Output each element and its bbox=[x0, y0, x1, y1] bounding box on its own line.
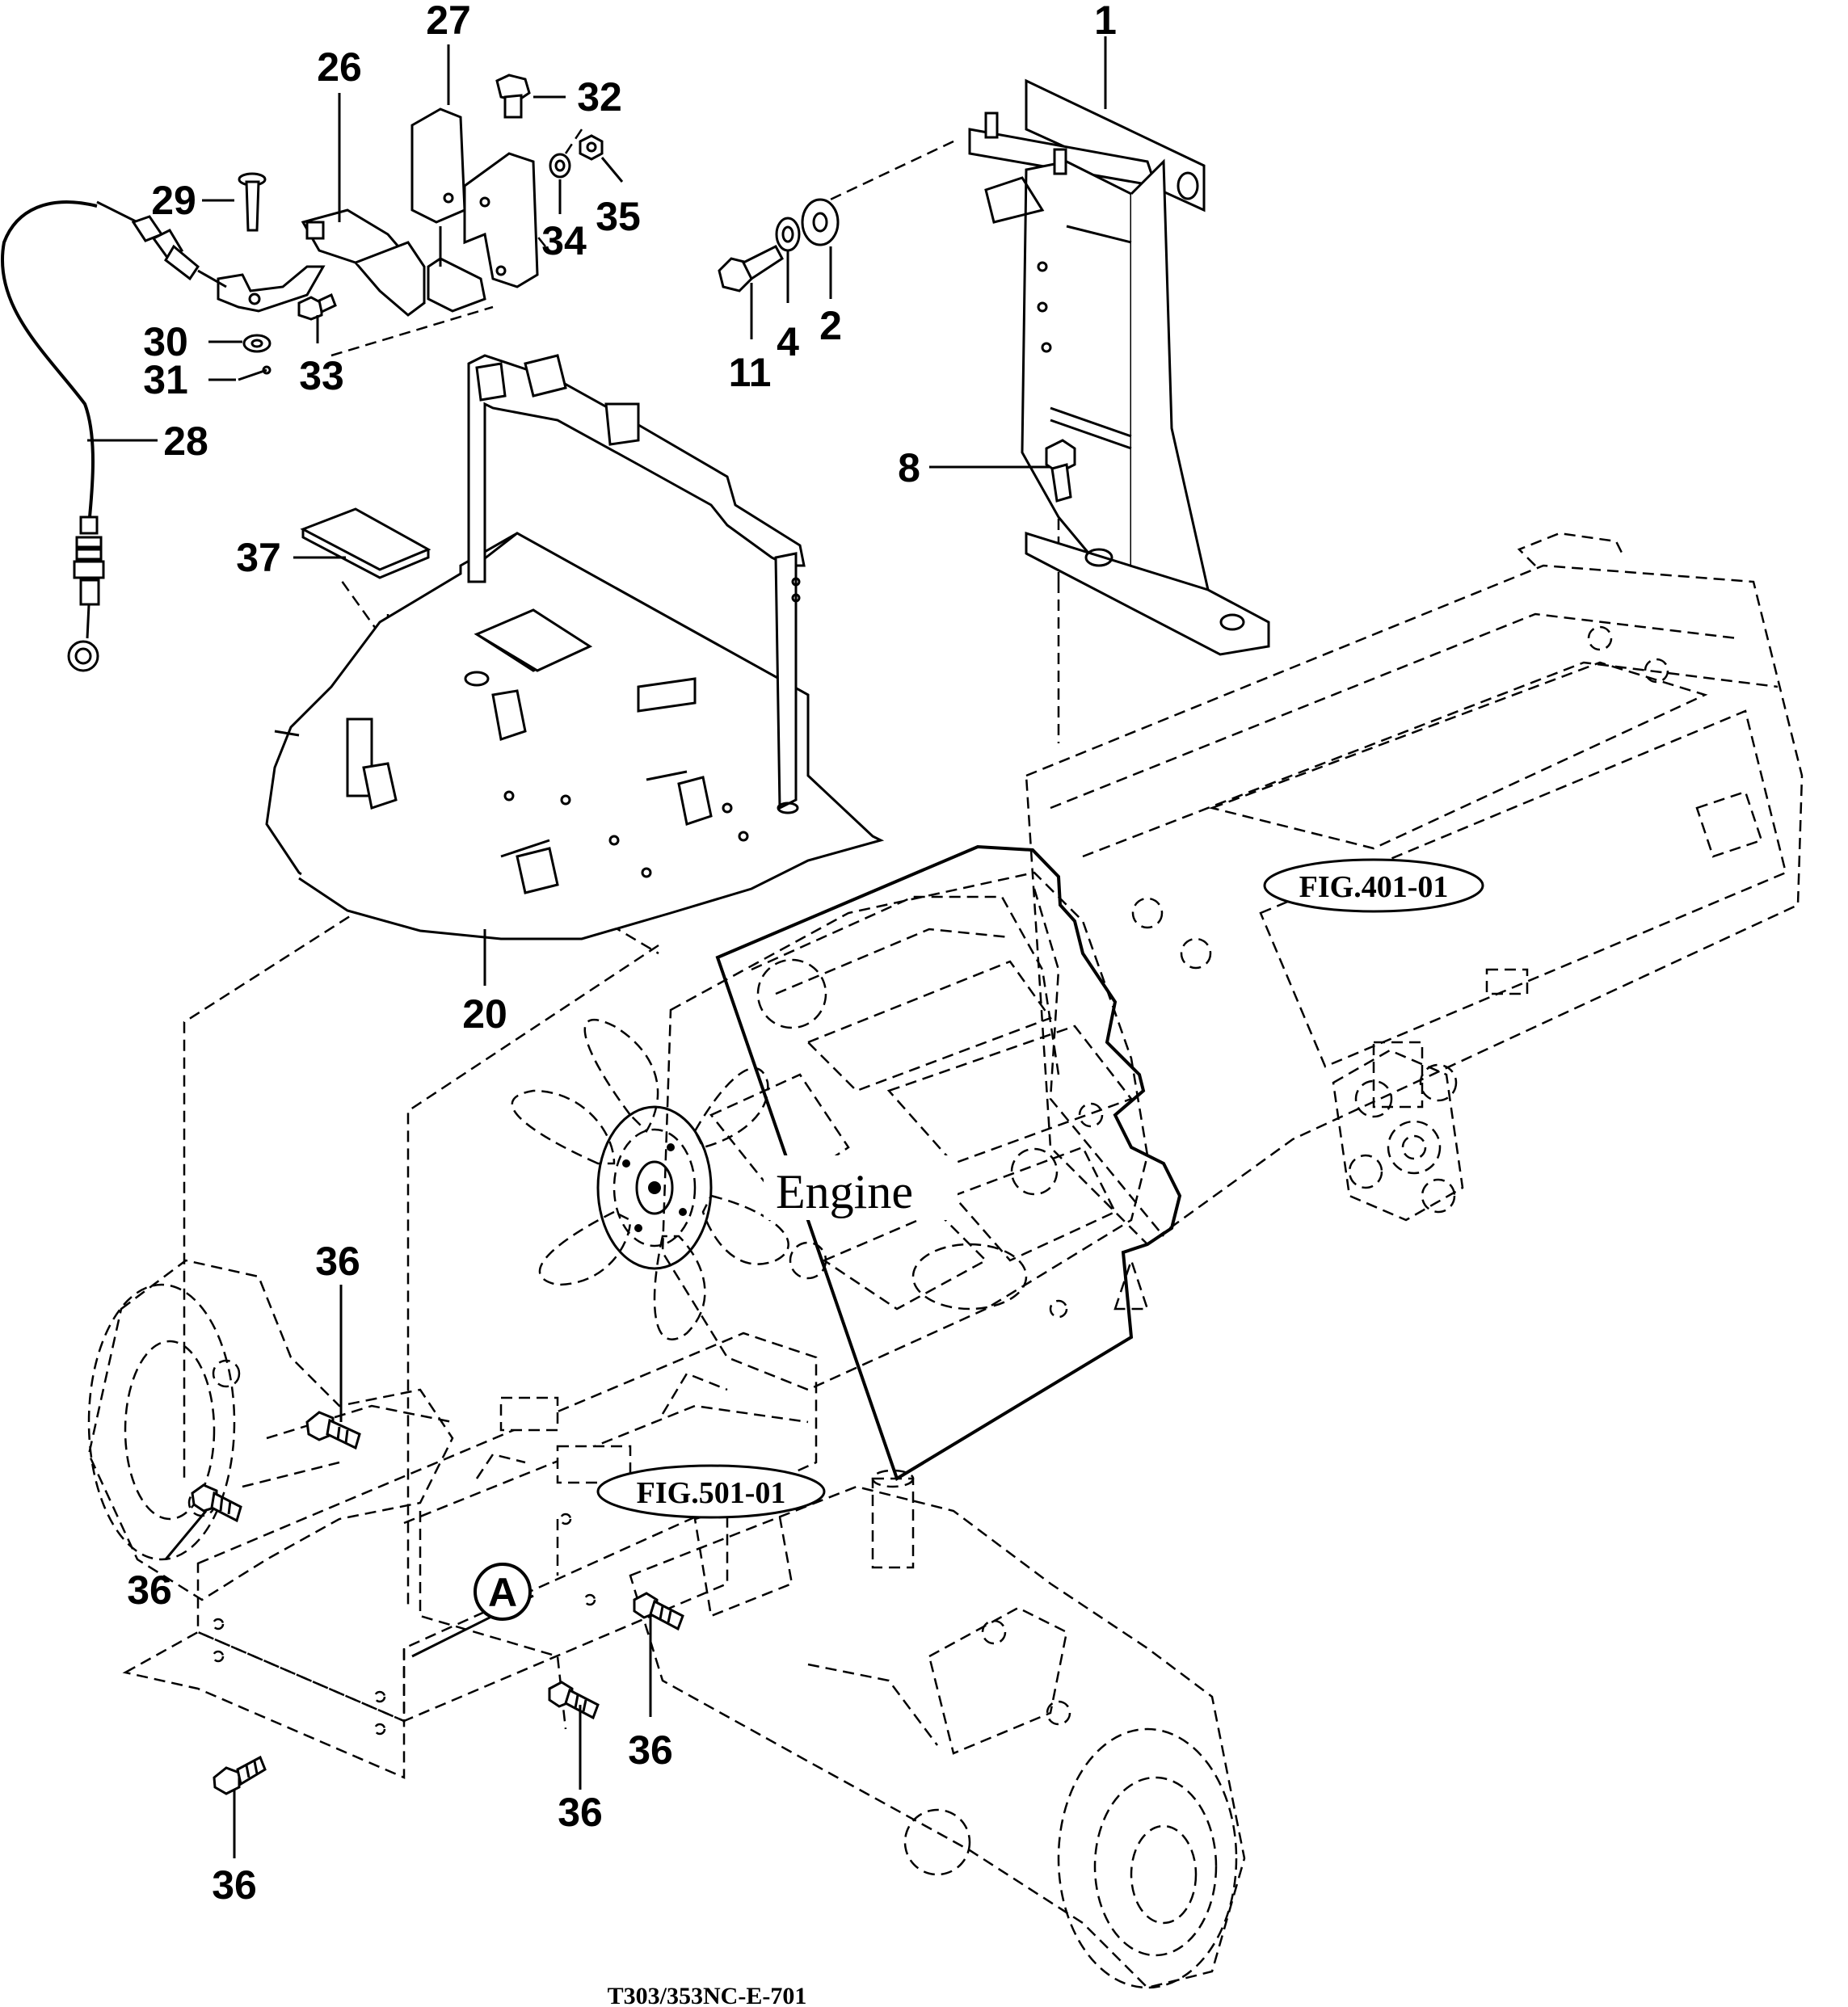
callout-30: 30 bbox=[143, 319, 188, 364]
callout-32: 32 bbox=[577, 74, 622, 120]
callout-2: 2 bbox=[819, 303, 842, 348]
part-30-washer bbox=[242, 334, 272, 353]
part-11-bolt bbox=[718, 245, 784, 292]
callout-36: 36 bbox=[628, 1727, 673, 1773]
cooling-fan-outline bbox=[511, 1018, 789, 1340]
callout-4: 4 bbox=[777, 319, 799, 364]
callout-1: 1 bbox=[1094, 0, 1117, 43]
fig-401-01-label: FIG.401-01 bbox=[1299, 870, 1449, 904]
fig-401-01-reference[interactable]: FIG.401-01 bbox=[1263, 858, 1484, 913]
part-36-bolt-b bbox=[191, 1483, 242, 1523]
callout-27: 27 bbox=[426, 0, 471, 43]
engine-reference-boundary bbox=[715, 844, 1182, 1481]
callout-35: 35 bbox=[596, 194, 641, 239]
part-36-bolt-c bbox=[213, 1755, 267, 1795]
part-31-cotter-pin bbox=[238, 365, 272, 381]
part-26-lever-bracket bbox=[217, 208, 426, 317]
callout-20: 20 bbox=[462, 991, 507, 1037]
part-37-pad bbox=[300, 507, 593, 672]
callout-26: 26 bbox=[317, 44, 362, 90]
callout-28: 28 bbox=[163, 419, 208, 464]
callout-33: 33 bbox=[299, 353, 344, 398]
fig-501-01-reference[interactable]: FIG.501-01 bbox=[596, 1464, 826, 1519]
part-34-washer bbox=[549, 153, 571, 179]
part-27-mounting-bracket bbox=[410, 107, 539, 313]
callout-31: 31 bbox=[143, 357, 188, 402]
drawing-code: T303/353NC-E-701 bbox=[608, 1983, 807, 2007]
callout-36: 36 bbox=[315, 1239, 360, 1284]
axle-housing-outline bbox=[87, 1259, 454, 1601]
part-36-bolt-d bbox=[548, 1681, 600, 1720]
callout-8: 8 bbox=[898, 445, 920, 490]
callout-11: 11 bbox=[729, 350, 772, 395]
front-axle-outline bbox=[629, 1469, 1246, 1989]
callout-34: 34 bbox=[541, 218, 587, 263]
fig-501-01-label: FIG.501-01 bbox=[637, 1476, 786, 1510]
callout-37: 37 bbox=[236, 535, 281, 580]
callout-36: 36 bbox=[212, 1862, 257, 1908]
callout-36: 36 bbox=[127, 1567, 172, 1613]
part-28-control-cable bbox=[1, 200, 227, 672]
part-32-bolt bbox=[495, 74, 531, 119]
part-8-bolt bbox=[1045, 439, 1076, 503]
part-4-lock-washer bbox=[775, 217, 801, 252]
part-36-bolt-a bbox=[305, 1411, 361, 1450]
part-33-bolt bbox=[297, 292, 337, 321]
engine-label: Engine bbox=[776, 1165, 913, 1218]
callout-29: 29 bbox=[151, 178, 196, 223]
callout-leaders bbox=[87, 36, 1107, 1858]
engine-outline bbox=[661, 871, 1149, 1391]
part-20-upright-frame bbox=[467, 354, 806, 814]
part-35-nut bbox=[579, 134, 604, 161]
part-36-bolt-e bbox=[633, 1592, 684, 1631]
part-2-washer bbox=[801, 198, 840, 246]
front-frame-outline bbox=[122, 1332, 818, 1779]
callout-36: 36 bbox=[558, 1790, 603, 1835]
engine-label-background bbox=[764, 1155, 958, 1220]
transmission-housing-outline bbox=[1025, 532, 1804, 1246]
detail-a-marker[interactable]: A bbox=[474, 1563, 532, 1621]
detail-a-label: A bbox=[488, 1570, 517, 1615]
part-29-pin bbox=[238, 172, 267, 232]
part-1-support-bracket bbox=[968, 78, 1270, 656]
